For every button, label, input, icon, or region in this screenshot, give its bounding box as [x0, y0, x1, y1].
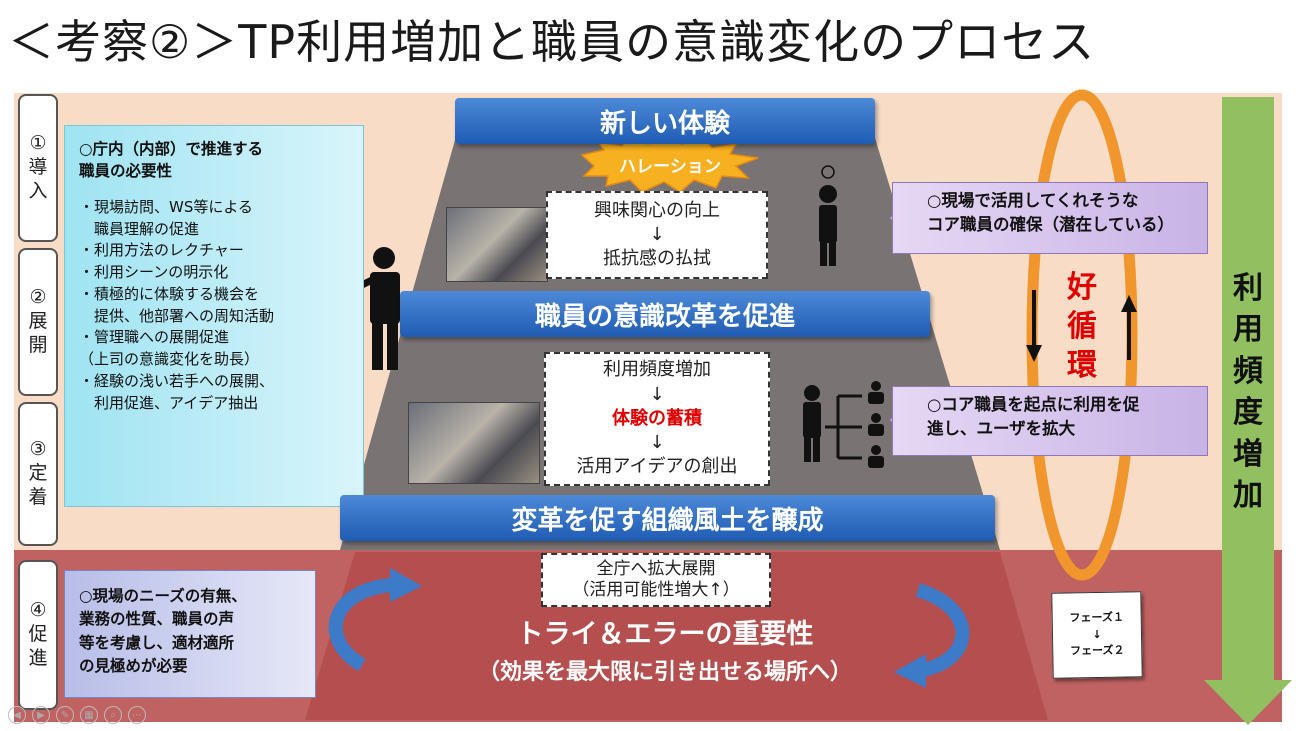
halation-label: ハレーション [619, 157, 721, 177]
page-title: ＜考察②＞TP利用増加と職員の意識変化のプロセス [8, 15, 1096, 69]
new-experience-bar: 新しい体験 [455, 98, 875, 144]
internal-promoter-heading: ○庁内（内部）で推進する 職員の必要性 [79, 140, 264, 181]
slides-icon[interactable]: ▦ [80, 706, 98, 724]
pen-icon[interactable]: ✎ [56, 706, 74, 724]
internal-promoter-box: ○庁内（内部）で推進する 職員の必要性 ・現場訪問、WS等による 職員理解の促進… [64, 125, 364, 507]
list-item: ・経験の浅い若手への展開、 [79, 371, 275, 390]
needs-assessment-box: ○現場のニーズの有無、 業務の性質、職員の声 等を考慮し、適材適所 の見極めが必… [64, 570, 316, 698]
list-item: ・積極的に体験する機会を [79, 284, 260, 303]
curved-arrow-left-icon [328, 578, 393, 672]
workshop-photo-2 [408, 402, 540, 484]
list-item: （上司の意識変化を助長） [79, 350, 260, 369]
awareness-reform-bar: 職員の意識改革を促進 [400, 291, 930, 337]
accumulation-box: 利用頻度増加 ↓ 体験の蓄積 ↓ 活用アイデアの創出 [544, 352, 770, 486]
trial-error-subheading: （効果を最大限に引き出せる場所へ） [477, 660, 852, 685]
list-item: ・現場訪問、WS等による [79, 197, 253, 216]
virtuous-cycle-label: 好 循 環 [1067, 270, 1097, 383]
cycle-down-arrow-icon [1026, 290, 1042, 362]
prev-slide-icon[interactable]: ◀ [8, 706, 26, 724]
person-idea-icon [819, 165, 837, 266]
list-item: ・利用方法のレクチャー [79, 241, 244, 260]
organizational-culture-bar: 変革を促す組織風土を醸成 [340, 495, 995, 541]
internal-promoter-list: ・現場訪問、WS等による 職員理解の促進 ・利用方法のレクチャー ・利用シーンの… [79, 197, 351, 415]
usage-increase-label: 利 用 頻 度 増 加 [1233, 271, 1263, 513]
list-item: ・利用シーンの明示化 [79, 263, 229, 282]
list-item: 利用促進、アイデア抽出 [79, 393, 259, 412]
curved-arrow-right-icon [915, 583, 970, 677]
list-item: 職員理解の促進 [79, 219, 200, 238]
lower-trapezoid [305, 552, 1048, 720]
list-item: 提供、他部署への周知活動 [79, 306, 275, 325]
phase-note: フェーズ１ ↓ フェーズ２ [1051, 591, 1143, 679]
expand-users-callout: ○コア職員を起点に利用を促 進し、ユーザを拡大 [892, 386, 1208, 456]
zoom-icon[interactable]: ⌕ [104, 706, 122, 724]
media-controls-icon[interactable]: ◀ ▶ ✎ ▦ ⌕ ⋯ [8, 706, 146, 724]
workshop-photo-1 [446, 207, 548, 282]
expansion-box: 全庁へ拡大展開 （活用可能性増大↑） [541, 553, 771, 607]
interest-box: 興味関心の向上 ↓ 抵抗感の払拭 [546, 191, 768, 279]
green-arrow-shape [1204, 97, 1292, 725]
list-item: ・管理職への展開促進 [79, 328, 230, 347]
person-network-icon [803, 381, 884, 468]
trial-error-heading: トライ＆エラーの重要性 [516, 619, 814, 650]
more-icon[interactable]: ⋯ [128, 706, 146, 724]
next-slide-icon[interactable]: ▶ [32, 706, 50, 724]
cycle-up-arrow-icon [1121, 295, 1137, 360]
core-staff-callout: ○現場で活用してくれそうな コア職員の確保（潜在している） [892, 182, 1208, 254]
